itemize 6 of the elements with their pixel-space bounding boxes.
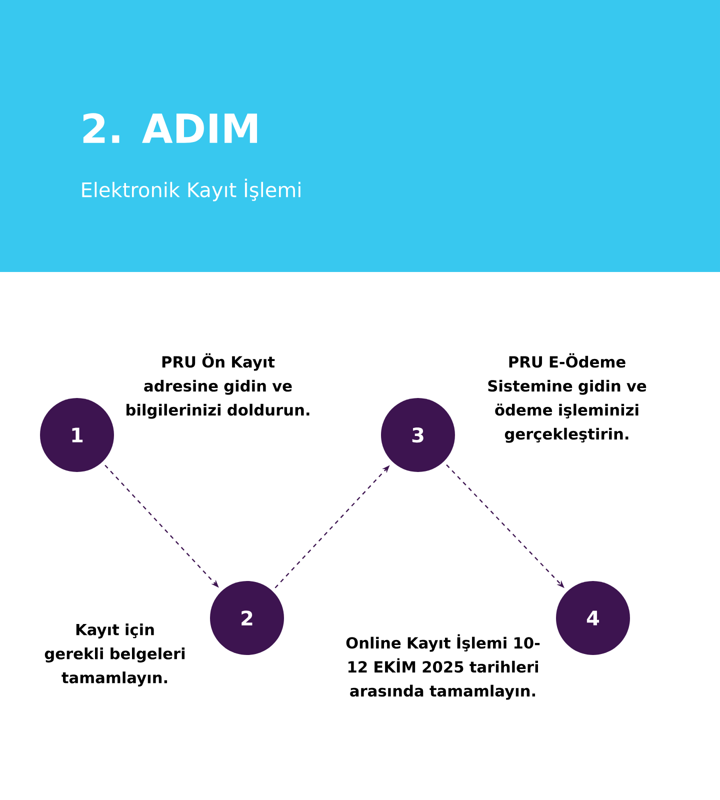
step-description: Online Kayıt İşlemi 10- 12 EKİM 2025 tarihleri arasında tamamlayın. (346, 634, 540, 700)
step-description: PRU Ön Kayıt adresine gidin ve bilgilerinizi doldurun. (126, 353, 310, 419)
title: 2. ADIM (83, 113, 258, 143)
step-description: Kayıt için gerekli belgeleri tamamlayın. (44, 624, 185, 686)
subtitle: Elektronik Kayıt İşlemi (82, 178, 300, 202)
step-description: PRU E-Ödeme Sistemine gidin ve ödeme işleminizi gerçekleştirin. (488, 353, 646, 443)
